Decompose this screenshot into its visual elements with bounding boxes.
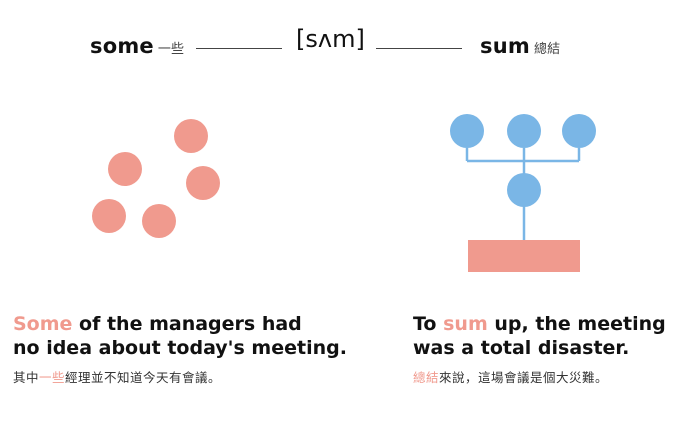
sum-tree-nodes [450,114,596,272]
highlight-sum: sum [443,313,488,335]
total-block [468,240,580,272]
word-some-text: some [90,34,154,58]
zh-sum-after: 來說，這場會議是個大災難。 [439,370,609,385]
illustration [92,114,596,272]
scatter-circle [142,204,176,238]
tree-node-top [562,114,596,148]
example-some: Some of the managers had no idea about t… [13,312,373,386]
word-sum-gloss: 總結 [533,42,561,57]
scattered-circles [92,119,220,238]
sum-tree [465,148,581,240]
scatter-circle [108,152,142,186]
scatter-circle [92,199,126,233]
example-sum-before: To [413,313,444,335]
example-sum-line2: was a total disaster. [413,337,630,359]
zh-some-highlight: 一些 [39,370,66,385]
example-sum-line1: up, the meeting [487,313,666,335]
word-sum-text: sum [480,34,530,58]
scatter-circle [186,166,220,200]
tree-node-top [450,114,484,148]
tree-node-middle [507,173,541,207]
pronunciation: [sʌm] [296,25,365,53]
example-sum: To sum up, the meeting was a total disas… [413,312,699,386]
example-some-english: Some of the managers had no idea about t… [13,312,373,360]
zh-sum-highlight: 總結 [413,370,440,385]
word-some-gloss: 一些 [157,42,185,57]
scatter-circle [174,119,208,153]
zh-some-after: 經理並不知道今天有會議。 [65,370,222,385]
tree-node-top [507,114,541,148]
example-some-chinese: 其中一些經理並不知道今天有會議。 [13,367,373,386]
example-sum-english: To sum up, the meeting was a total disas… [413,312,699,360]
highlight-some: Some [13,313,73,335]
example-some-line2: no idea about today's meeting. [13,337,347,359]
example-some-line1: of the managers had [72,313,302,335]
zh-some-before: 其中 [13,370,40,385]
example-sum-chinese: 總結來說，這場會議是個大災難。 [413,367,699,386]
header-divider-right [376,48,462,49]
header-divider-left [196,48,282,49]
